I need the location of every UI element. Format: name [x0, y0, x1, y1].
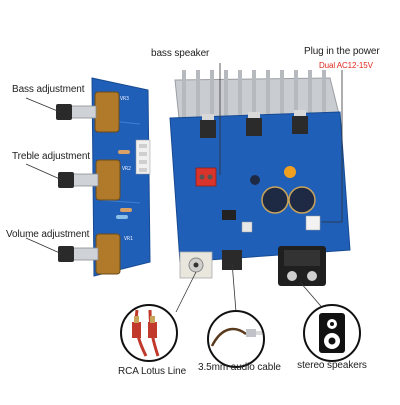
rca-jack-on-board: [179, 251, 213, 279]
speaker-terminal: [278, 246, 326, 286]
bass-speaker-label: bass speaker: [151, 48, 210, 59]
volume-pot: [58, 233, 121, 275]
plug-in-power-label: Plug in the power: [304, 46, 380, 57]
volume-adjustment-label: Volume adjustment: [6, 229, 90, 240]
stereo-speakers-label: stereo speakers: [297, 360, 367, 371]
svg-text:VR1: VR1: [124, 236, 133, 242]
bass-adjustment-label: Bass adjustment: [12, 84, 85, 95]
svg-text:VR3: VR3: [120, 96, 129, 102]
svg-text:VR2: VR2: [122, 166, 131, 172]
audio-cable-label: 3.5mm audio cable: [198, 362, 281, 373]
power-spec-label: Dual AC12-15V: [319, 61, 373, 70]
bass-pot: [56, 91, 120, 133]
treble-adjustment-label: Treble adjustment: [12, 151, 90, 162]
rca-lotus-line-label: RCA Lotus Line: [118, 366, 187, 377]
leader-lines: [25, 63, 343, 313]
audio-jack-icon: [207, 310, 265, 368]
rca-cable-icon: [120, 304, 178, 362]
treble-pot: [58, 159, 121, 201]
main-amplifier-board: [169, 70, 351, 286]
speaker-icon: [303, 304, 361, 362]
